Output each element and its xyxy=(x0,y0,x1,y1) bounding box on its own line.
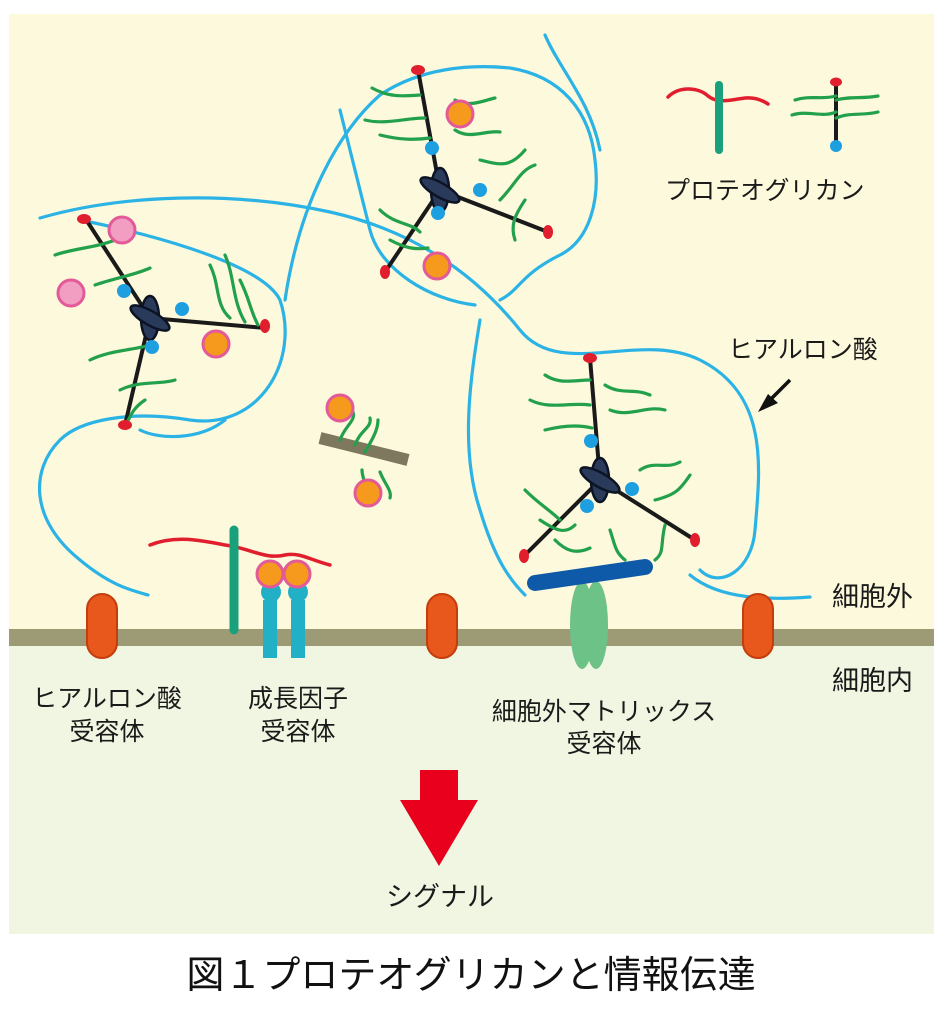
growth-factor-orange xyxy=(445,99,475,129)
label-gf-receptor-line1: 成長因子 xyxy=(248,684,348,713)
label-signal: シグナル xyxy=(386,882,494,913)
growth-factor-orange xyxy=(422,251,452,281)
growth-factor-orange xyxy=(353,478,383,508)
hyaluronic-acid-pointer xyxy=(758,378,792,412)
proteoglycan-complex-right xyxy=(519,353,700,563)
proteoglycan-complex-top xyxy=(363,65,553,281)
gf-receptor xyxy=(263,600,277,658)
free-growth-factor-group xyxy=(318,393,410,508)
growth-factor-pink xyxy=(56,278,86,308)
label-gf-receptor-line2: 受容体 xyxy=(260,717,335,746)
label-proteoglycan: プロテオグリカン xyxy=(665,176,865,205)
growth-factor-orange xyxy=(282,559,312,589)
hyaluronan-network xyxy=(37,33,812,600)
ecm-receptor-group xyxy=(527,559,653,669)
label-ha-receptor-line1: ヒアルロン酸 xyxy=(32,684,182,713)
figure-caption: 図１プロテオグリカンと情報伝達 xyxy=(186,953,755,997)
proteoglycan-complex-left xyxy=(53,214,270,430)
label-hyaluronic-acid: ヒアルロン酸 xyxy=(728,335,878,364)
cell-membrane xyxy=(9,629,934,646)
growth-factor-orange xyxy=(255,559,285,589)
label-extracellular: 細胞外 xyxy=(832,582,913,613)
growth-factor-pink xyxy=(107,215,137,245)
growth-factor-orange xyxy=(201,329,231,359)
ha-receptors xyxy=(86,593,774,659)
label-ecm-receptor-line2: 受容体 xyxy=(566,729,641,758)
label-ha-receptor-line2: 受容体 xyxy=(69,717,144,746)
growth-factor-receptor-group xyxy=(148,525,332,658)
label-ecm-receptor-line1: 細胞外マトリックス xyxy=(492,697,716,726)
ha-receptor xyxy=(426,593,458,659)
label-intracellular: 細胞内 xyxy=(832,666,913,697)
signal-arrow xyxy=(400,770,478,866)
ha-receptor xyxy=(742,593,774,659)
legend-proteoglycan-icons xyxy=(666,77,880,154)
gf-receptor xyxy=(291,600,305,658)
ha-receptor xyxy=(86,593,118,659)
growth-factor-orange xyxy=(325,393,355,423)
intracellular-space xyxy=(9,638,934,934)
